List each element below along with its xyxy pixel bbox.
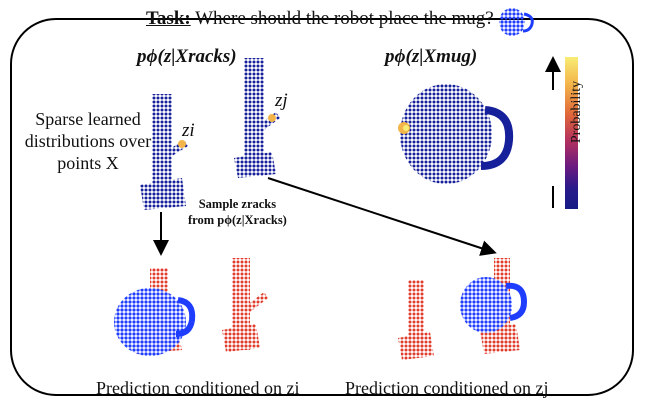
mug-distribution-label: pϕ(z|Xmug) xyxy=(385,46,478,67)
mug-pointcloud xyxy=(398,84,514,184)
rack-j-pointcloud xyxy=(234,58,280,178)
zj-label: zj xyxy=(275,90,288,111)
prediction-j-scene xyxy=(398,258,528,360)
probability-colorbar xyxy=(565,57,578,209)
task-title: Task: Where should the robot place the m… xyxy=(146,8,494,29)
zi-label: zi xyxy=(182,120,195,141)
sampled-rack-pointcloud xyxy=(222,258,268,352)
prediction-zj-caption: Prediction conditioned on zj xyxy=(345,378,549,398)
panel-frame xyxy=(10,18,634,396)
prediction-zi-caption: Prediction conditioned on zi xyxy=(96,378,300,398)
arrow-to-prediction-j xyxy=(267,177,497,256)
racks-distribution-label: pϕ(z|Xracks) xyxy=(137,46,237,67)
mug-icon xyxy=(499,8,534,36)
prediction-i-scene xyxy=(114,268,196,356)
rack-i-pointcloud xyxy=(140,94,188,210)
sparse-distribution-caption: Sparse learned distributions over points… xyxy=(24,109,152,173)
